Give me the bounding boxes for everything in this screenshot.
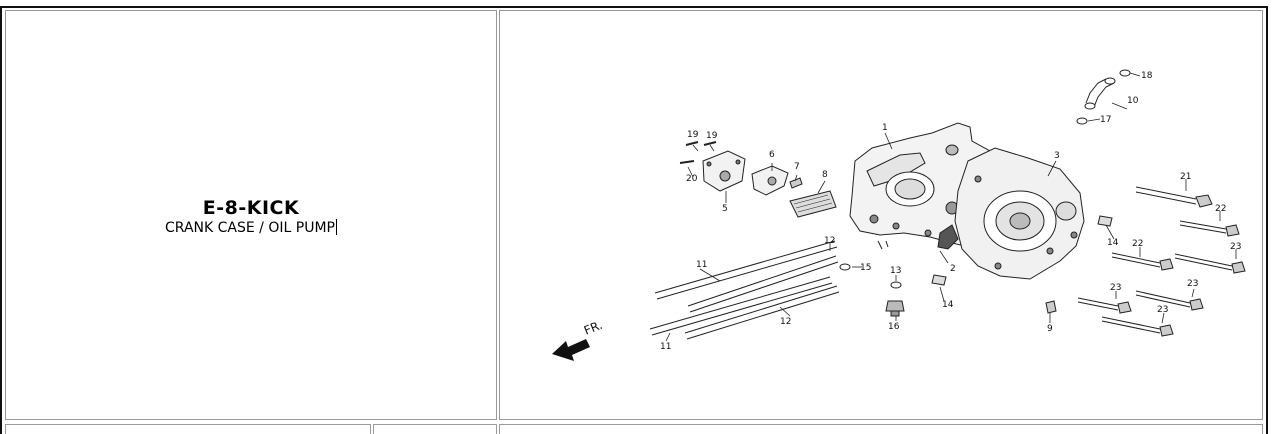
callout-22a: 22 bbox=[1215, 204, 1226, 214]
callout-23d: 23 bbox=[1157, 305, 1168, 315]
callout-13: 13 bbox=[890, 266, 901, 276]
oil-pump-assembly bbox=[702, 150, 837, 218]
part-name: CRANK CASE / OIL PUMP bbox=[165, 220, 335, 236]
next-table-row bbox=[5, 424, 1263, 434]
callout-23a: 23 bbox=[1230, 242, 1241, 252]
callout-17: 17 bbox=[1100, 115, 1111, 125]
outer-frame bbox=[0, 6, 1268, 434]
callout-14a: 14 bbox=[1107, 238, 1119, 248]
exploded-parts-diagram: FR. 1 2 3 5 6 7 8 9 10 11 11 12 12 13 14… bbox=[552, 69, 1246, 361]
breather-tube bbox=[1076, 69, 1131, 125]
callout-21: 21 bbox=[1180, 172, 1191, 182]
callout-9: 9 bbox=[1047, 324, 1053, 334]
diagram-cell: FR. 1 2 3 5 6 7 8 9 10 11 11 12 12 13 14… bbox=[499, 10, 1263, 420]
callout-1: 1 bbox=[882, 123, 888, 133]
callout-14b: 14 bbox=[942, 300, 954, 310]
part-title-cell: E-8-KICK CRANK CASE / OIL PUMP bbox=[5, 10, 497, 420]
part-name-line[interactable]: CRANK CASE / OIL PUMP bbox=[6, 219, 496, 237]
callout-23b: 23 bbox=[1110, 283, 1121, 293]
next-row-cell-1 bbox=[5, 424, 371, 434]
callout-11a: 11 bbox=[696, 260, 707, 270]
flange-bolts bbox=[1077, 186, 1246, 337]
crankcase-right bbox=[937, 147, 1085, 280]
callout-5: 5 bbox=[722, 204, 728, 214]
callout-6: 6 bbox=[769, 150, 775, 160]
callout-labels: 1 2 3 5 6 7 8 9 10 11 11 12 12 13 14 14 … bbox=[660, 71, 1241, 352]
callout-18: 18 bbox=[1141, 71, 1153, 81]
callout-3: 3 bbox=[1054, 151, 1060, 161]
callout-20: 20 bbox=[686, 174, 698, 184]
callout-22b: 22 bbox=[1132, 239, 1143, 249]
callout-15: 15 bbox=[860, 263, 871, 273]
callout-19b: 19 bbox=[706, 131, 718, 141]
callout-2: 2 bbox=[950, 264, 956, 274]
text-cursor bbox=[335, 219, 337, 235]
callout-10: 10 bbox=[1127, 96, 1139, 106]
front-direction-arrow: FR. bbox=[552, 318, 604, 361]
small-fittings bbox=[839, 215, 1113, 317]
part-code: E-8-KICK bbox=[202, 197, 300, 219]
callout-16: 16 bbox=[888, 322, 900, 332]
callout-12b: 12 bbox=[780, 317, 791, 327]
next-row-cell-3 bbox=[499, 424, 1263, 434]
callout-11b: 11 bbox=[660, 342, 671, 352]
callout-8: 8 bbox=[822, 170, 828, 180]
stud-bolts bbox=[649, 240, 840, 340]
front-direction-label: FR. bbox=[582, 318, 605, 338]
next-row-cell-2 bbox=[373, 424, 497, 434]
leader-lines bbox=[665, 72, 1237, 342]
callout-7: 7 bbox=[794, 162, 800, 172]
callout-12a: 12 bbox=[824, 236, 835, 246]
dowel-pins bbox=[679, 141, 717, 164]
part-title-block: E-8-KICK CRANK CASE / OIL PUMP bbox=[6, 197, 496, 237]
callout-19a: 19 bbox=[687, 130, 699, 140]
callout-23c: 23 bbox=[1187, 279, 1198, 289]
